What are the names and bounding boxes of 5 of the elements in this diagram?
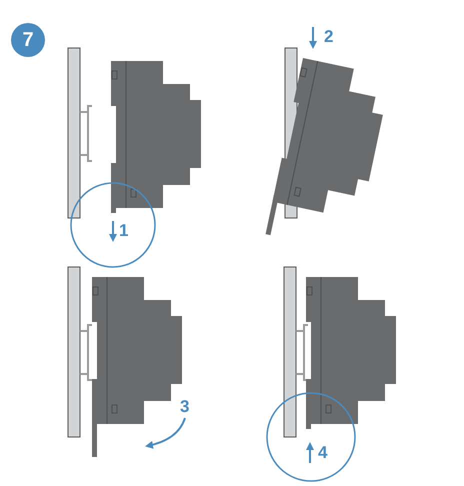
step-number: 1 xyxy=(119,222,128,239)
step-number: 2 xyxy=(324,28,334,45)
step-number: 3 xyxy=(180,398,190,415)
step-badge: 7 xyxy=(11,23,45,57)
step-number: 4 xyxy=(318,444,328,461)
